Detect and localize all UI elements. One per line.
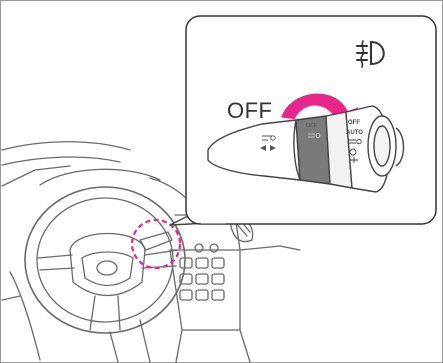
switch-position-auto: AUTO	[346, 130, 363, 136]
switch-position-off: OFF	[348, 120, 360, 126]
off-label: OFF	[227, 98, 273, 123]
fog-ring-off-text: OFF	[306, 123, 318, 129]
